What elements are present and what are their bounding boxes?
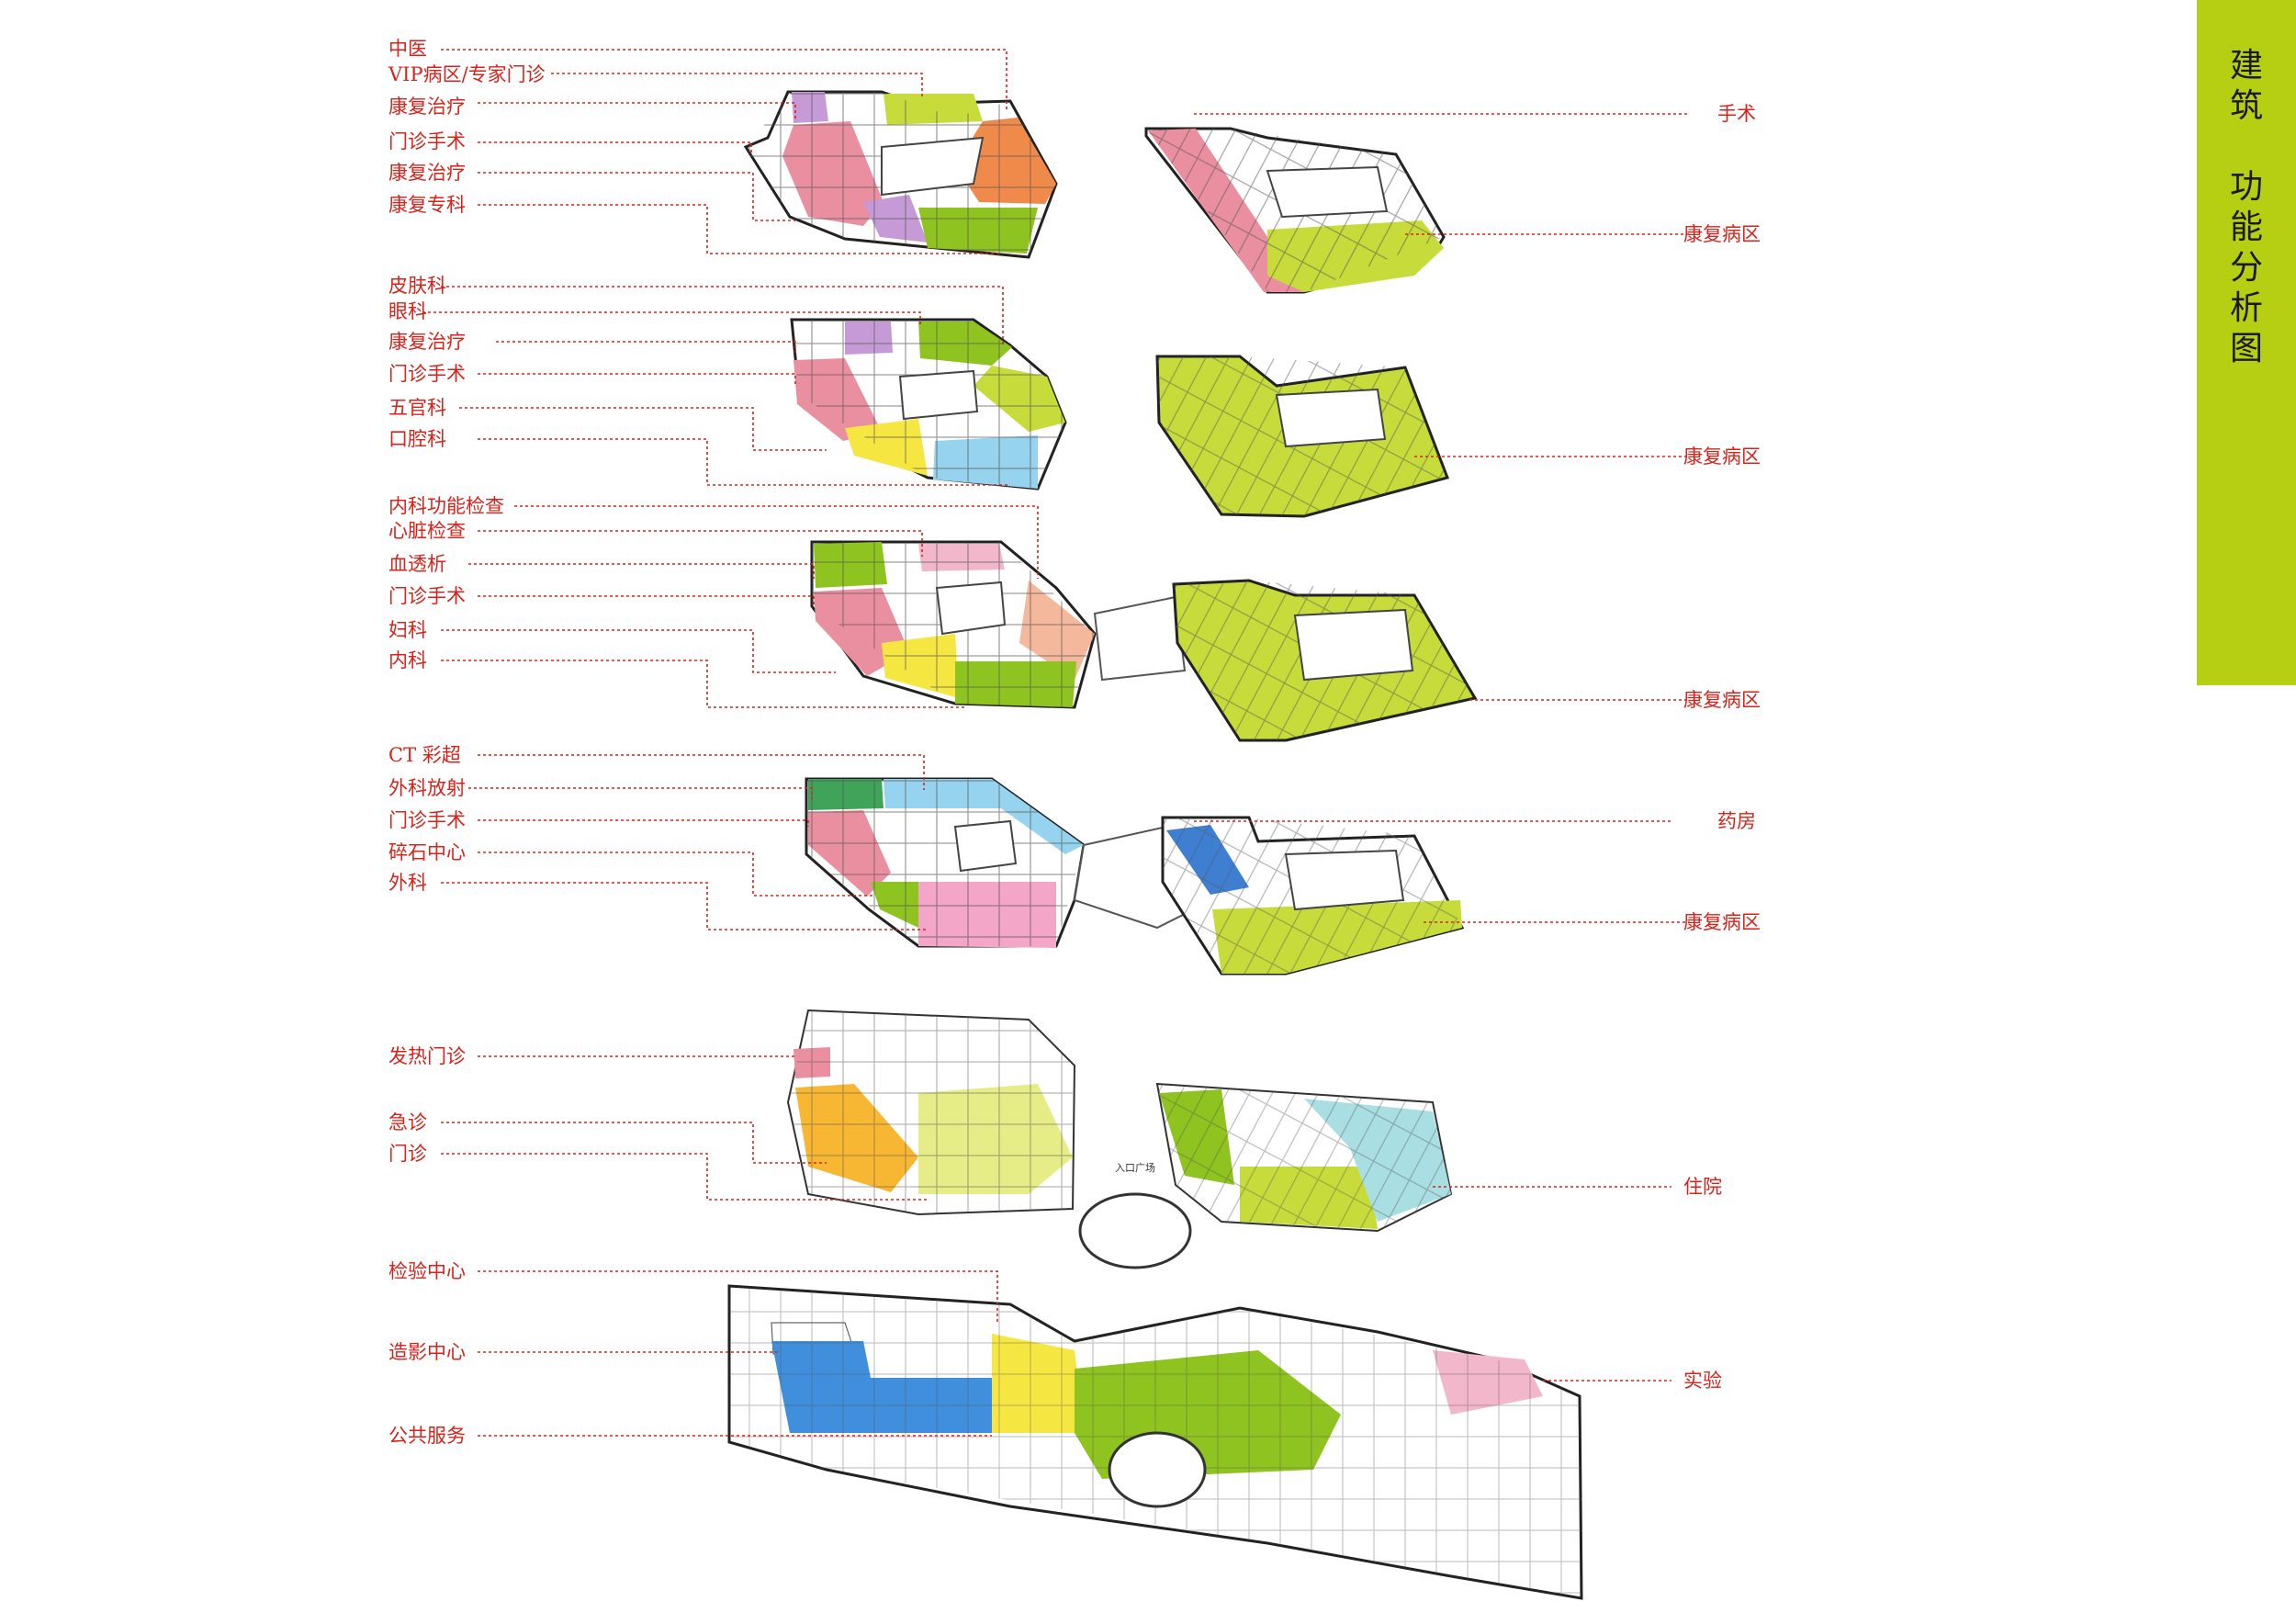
floor-plan-level-3 — [805, 777, 1086, 948]
leader-lines — [422, 49, 1690, 1437]
floor-plan-level-4 — [810, 540, 1097, 709]
label-rehab-therapy-f5: 康复治疗 — [388, 331, 466, 353]
label-rehab-ward: 康复病区 — [1683, 223, 1761, 245]
sidebar-title-char: 筑 — [2229, 87, 2263, 125]
sidebar-title-char: 图 — [2229, 330, 2263, 367]
floor-plan-level-5-ward — [1155, 355, 1449, 518]
label-surgical-radiology: 外科放射 — [388, 777, 466, 799]
sidebar-title-gap — [2197, 127, 2296, 167]
label-dialysis: 血透析 — [388, 553, 446, 575]
label-rehab-therapy-2: 康复治疗 — [388, 162, 466, 184]
label-outpatient: 门诊 — [388, 1143, 427, 1165]
sidebar-title-char: 析 — [2229, 289, 2263, 327]
label-internal-medicine: 内科 — [388, 649, 427, 671]
label-outpatient-surgery: 门诊手术 — [388, 130, 466, 152]
label-inpatient: 住院 — [1683, 1176, 1722, 1198]
label-ct: CT 彩超 — [388, 744, 461, 766]
sidebar-title: 建筑功能分析图 — [2197, 46, 2296, 369]
sidebar-title-char: 建 — [2229, 47, 2263, 85]
label-tcm: 中医 — [388, 38, 427, 60]
label-surgery-dept: 外科 — [388, 872, 427, 894]
label-pharmacy: 药房 — [1717, 810, 1756, 832]
floor-plan-level-1: 入口广场 — [786, 1009, 1192, 1269]
label-oral: 口腔科 — [388, 428, 446, 450]
label-dermatology: 皮肤科 — [388, 275, 446, 297]
floor-plan-level-3-ward — [1161, 816, 1465, 976]
floor-plan-level-1-inpatient — [1155, 1082, 1453, 1233]
sidebar-title-char: 能 — [2229, 209, 2263, 246]
title-sidebar: 建筑功能分析图 — [2197, 0, 2296, 685]
label-ophthalmology: 眼科 — [388, 300, 427, 322]
label-emergency: 急诊 — [388, 1111, 427, 1133]
label-vip-ward: VIP病区/专家门诊 — [388, 63, 546, 85]
label-imaging-center: 造影中心 — [388, 1341, 466, 1363]
label-fever-clinic: 发热门诊 — [388, 1045, 466, 1067]
label-lithotripsy: 碎石中心 — [388, 841, 466, 863]
label-rehab-specialty: 康复专科 — [388, 194, 466, 216]
label-cardiac: 心脏检查 — [388, 520, 466, 542]
floor-plan-level-6-ward — [1144, 127, 1446, 294]
label-lab-center: 检验中心 — [388, 1260, 466, 1282]
label-rehab-ward-f4: 康复病区 — [1683, 689, 1761, 711]
floor-plan-level-6 — [743, 90, 1058, 259]
label-gynecology: 妇科 — [388, 619, 427, 641]
label-laboratory: 实验 — [1683, 1370, 1722, 1392]
label-rehab-therapy: 康复治疗 — [388, 96, 466, 118]
label-rehab-ward-f3: 康复病区 — [1683, 911, 1761, 933]
label-outpatient-surgery-f4: 门诊手术 — [388, 585, 466, 607]
label-surgery: 手术 — [1717, 103, 1756, 125]
floor-plan-level-4-ward — [1172, 579, 1478, 742]
label-ent: 五官科 — [388, 397, 446, 419]
label-public-service: 公共服务 — [388, 1425, 466, 1447]
label-rehab-ward-f5: 康复病区 — [1683, 445, 1761, 468]
label-internal-exam: 内科功能检查 — [388, 495, 504, 517]
sidebar-title-char: 分 — [2229, 249, 2263, 287]
sidebar-title-char: 功 — [2229, 168, 2263, 206]
label-outpatient-surgery-f5: 门诊手术 — [388, 363, 466, 385]
floor-plan-site-level — [727, 1284, 1583, 1600]
entrance-plaza-label: 入口广场 — [1115, 1161, 1155, 1174]
floor-plan-level-4-bridge — [1093, 595, 1187, 682]
label-outpatient-surgery-f3: 门诊手术 — [388, 809, 466, 831]
floor-plan-level-5 — [790, 318, 1067, 491]
